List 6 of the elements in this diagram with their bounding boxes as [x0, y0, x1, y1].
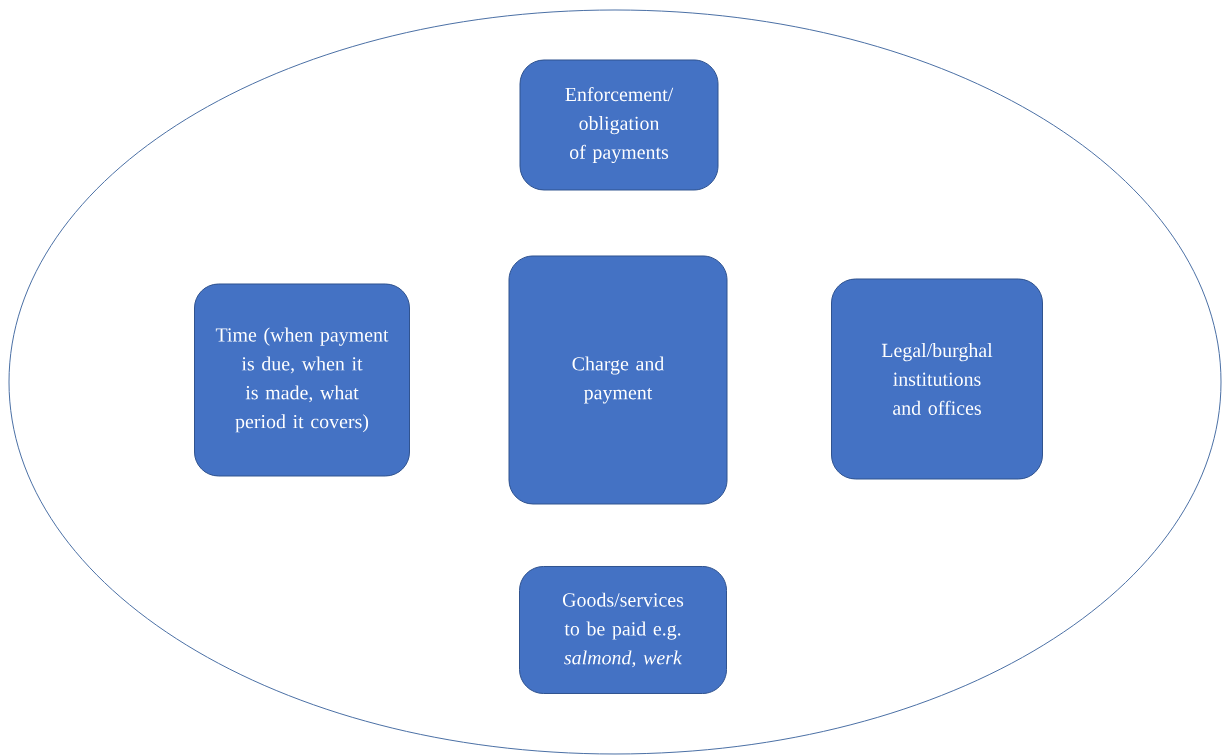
rounded-box: Enforcement/ obligation of payments: [519, 59, 719, 191]
ellipse-outline: [8, 9, 1222, 755]
rounded-box: Legal/burghal institutions and offices: [831, 278, 1043, 480]
rounded-box: Goods/services to be paid e.g. salmond, werk: [519, 566, 727, 694]
rounded-box: Charge and payment: [508, 255, 728, 505]
rounded-box: Time (when payment is due, when it is made, what period it covers): [194, 283, 410, 477]
